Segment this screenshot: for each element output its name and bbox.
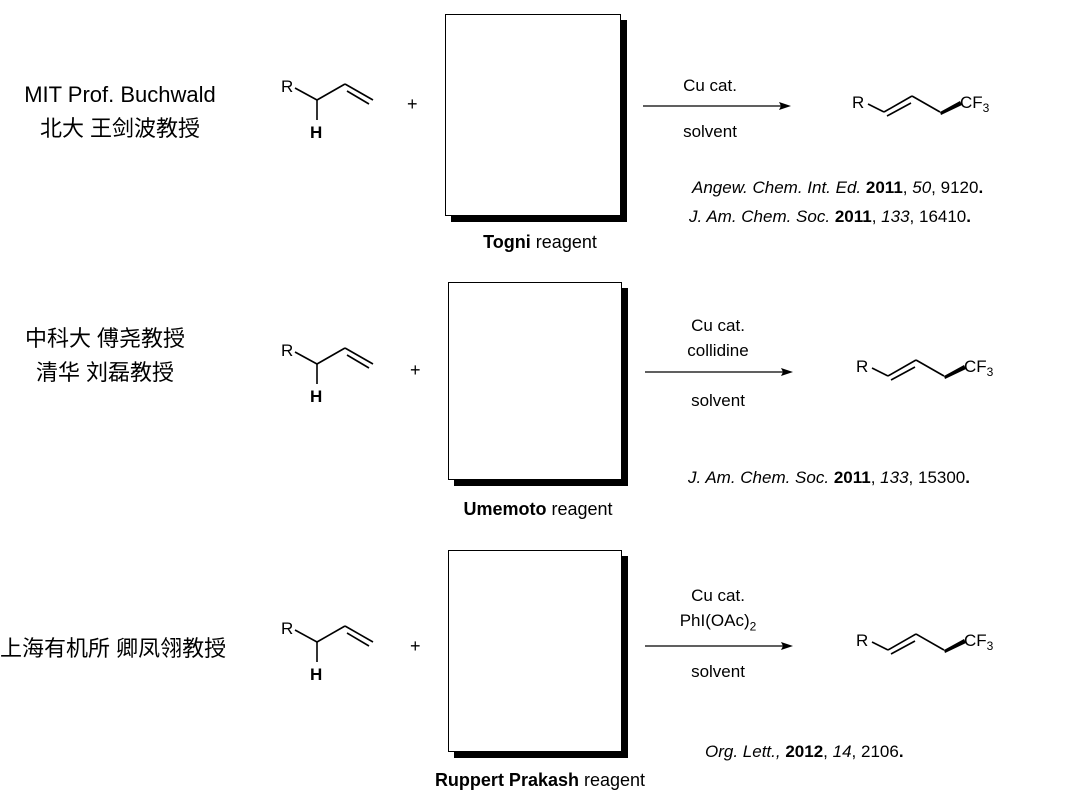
ref-year: 2011: [833, 468, 871, 487]
ref-journal: Angew. Chem. Int. Ed.: [692, 178, 862, 197]
group-label: MIT Prof. Buchwald 北大 王剑波教授: [0, 78, 240, 146]
substrate-h-label: H: [310, 387, 322, 406]
substrate-r-label: R: [281, 77, 293, 96]
reagent-structure-box: [445, 14, 621, 216]
reaction-1: MIT Prof. Buchwald 北大 王剑波教授 R H + Togni …: [0, 0, 1065, 260]
group-label-line-1: 上海有机所 卿凤翎教授: [0, 636, 227, 661]
ref-journal: J. Am. Chem. Soc.: [688, 468, 830, 487]
condition-catalyst: Cu cat.: [691, 316, 745, 335]
ref-pages: 16410: [918, 207, 967, 226]
ref-journal: Org. Lett.,: [705, 742, 781, 761]
ref-volume: 14: [832, 742, 852, 761]
reaction-arrow: [643, 102, 791, 110]
condition-solvent: solvent: [683, 122, 737, 141]
group-label-line-1: MIT Prof. Buchwald: [24, 82, 216, 107]
condition-catalyst: Cu cat.: [691, 586, 745, 605]
substrate-h-label: H: [310, 665, 322, 684]
svg-text:CF3: CF3: [964, 631, 994, 653]
product-cf-label: CF: [964, 357, 987, 376]
reaction-arrow: [645, 642, 793, 650]
product-cf-label: CF: [960, 93, 983, 112]
product-r-label: R: [856, 631, 868, 650]
substrate-structure: R H: [281, 341, 374, 406]
reagent-structure-box: [448, 282, 622, 480]
ref-pages: 15300: [917, 468, 966, 487]
ref-year: 2011: [834, 207, 872, 226]
ref-year: 2011: [865, 178, 903, 197]
product-r-label: R: [852, 93, 864, 112]
plus-sign: +: [410, 636, 421, 656]
svg-text:CF3: CF3: [964, 357, 994, 379]
ref-pages: 2106: [860, 742, 899, 761]
reagent-label: Togni reagent: [440, 232, 640, 253]
reaction-3: 上海有机所 卿凤翎教授 R H + Ruppert Prakash reagen…: [0, 540, 1065, 800]
reagent-label: Umemoto reagent: [438, 499, 638, 520]
group-label: 中科大 傅尧教授 清华 刘磊教授: [0, 322, 210, 390]
group-label: 上海有机所 卿凤翎教授: [0, 632, 266, 666]
plus-sign: +: [410, 360, 421, 380]
group-label-line-1: 中科大 傅尧教授: [24, 326, 186, 351]
condition-solvent: solvent: [691, 662, 745, 681]
substrate-r-label: R: [281, 619, 293, 638]
reference-2: J. Am. Chem. Soc. 2011, 133, 16410.: [689, 207, 971, 226]
product-cf-label: CF: [964, 631, 987, 650]
product-structure: R CF3: [856, 631, 994, 655]
reagent-structure-box: [448, 550, 622, 752]
ref-year: 2012: [785, 742, 824, 761]
conditions-above: Cu cat.: [640, 76, 780, 96]
product-cf-subscript: 3: [987, 639, 994, 653]
reagent-label: Ruppert Prakash reagent: [410, 770, 670, 791]
condition-oxidant-subscript: 2: [749, 619, 757, 634]
condition-solvent: solvent: [691, 391, 745, 410]
svg-text:CF3: CF3: [960, 93, 990, 115]
condition-oxidant-name: PhI(OAc): [679, 611, 750, 630]
reference-1: J. Am. Chem. Soc. 2011, 133, 15300.: [688, 468, 970, 487]
product-structure: R CF3: [852, 93, 990, 117]
conditions-above: Cu cat. PhI(OAc)2: [648, 586, 788, 633]
reagent-suffix: reagent: [530, 232, 597, 252]
ref-pages: 9120: [940, 178, 979, 197]
reagent-name: Ruppert Prakash: [434, 770, 579, 790]
group-label-line-2: 北大 王剑波教授: [39, 116, 201, 141]
ref-volume: 133: [881, 207, 910, 226]
substrate-structure: R H: [281, 619, 374, 684]
substrate-h-label: H: [310, 123, 322, 142]
condition-catalyst: Cu cat.: [683, 76, 737, 95]
reagent-suffix: reagent: [546, 499, 613, 519]
product-cf-subscript: 3: [987, 365, 994, 379]
product-r-label: R: [856, 357, 868, 376]
reaction-2: 中科大 傅尧教授 清华 刘磊教授 R H + Umemoto reagent C…: [0, 270, 1065, 530]
product-structure: R CF3: [856, 357, 994, 381]
reference-1: Angew. Chem. Int. Ed. 2011, 50, 9120.: [692, 178, 984, 197]
reference-1: Org. Lett., 2012, 14, 2106.: [705, 742, 904, 761]
substrate-structure: R H: [281, 77, 374, 142]
condition-additive: collidine: [687, 341, 749, 360]
condition-oxidant: PhI(OAc)2: [648, 611, 788, 633]
ref-volume: 133: [880, 468, 909, 487]
plus-sign: +: [407, 94, 418, 114]
reaction-arrow: [645, 368, 793, 376]
ref-volume: 50: [912, 178, 932, 197]
conditions-above: Cu cat. collidine: [648, 316, 788, 361]
ref-journal: J. Am. Chem. Soc.: [689, 207, 831, 226]
reagent-name: Togni: [483, 232, 531, 252]
product-cf-subscript: 3: [983, 101, 990, 115]
reagent-name: Umemoto: [463, 499, 547, 519]
substrate-r-label: R: [281, 341, 293, 360]
group-label-line-2: 清华 刘磊教授: [35, 360, 175, 385]
reagent-suffix: reagent: [578, 770, 646, 790]
